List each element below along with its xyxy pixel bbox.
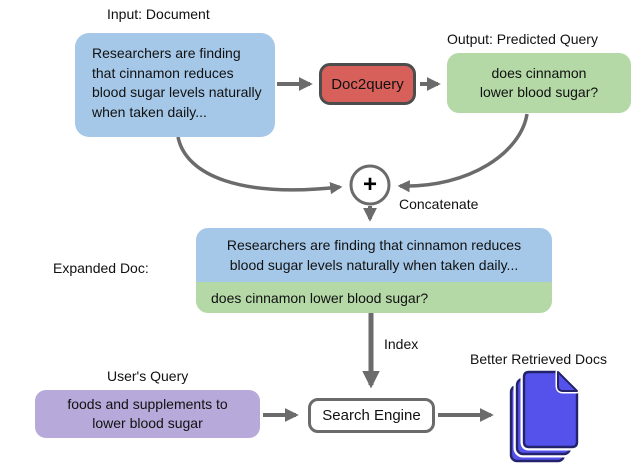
output-predicted-query-label: Output: Predicted Query [447, 31, 598, 47]
better-retrieved-docs-label: Better Retrieved Docs [470, 351, 607, 367]
concatenate-label: Concatenate [399, 196, 479, 212]
users-query-label: User's Query [107, 368, 189, 384]
input-document-box: Researchers are finding that cinnamon re… [75, 33, 275, 137]
arrow-input-to-concatenate [176, 136, 343, 195]
input-document-label: Input: Document [107, 6, 210, 22]
users-query-box: foods and supplements to lower blood sug… [35, 390, 260, 438]
concatenate-plus-sign: + [362, 170, 377, 198]
expanded-doc-query-part: does cinnamon lower blood sugar? [196, 282, 552, 313]
expanded-doc-box: Researchers are finding that cinnamon re… [196, 228, 552, 313]
arrow-output-to-concatenate [397, 113, 529, 193]
plus-circle-icon [349, 164, 391, 206]
predicted-query-box: does cinnamon lower blood sugar? [447, 53, 631, 113]
index-label: Index [384, 336, 419, 352]
expanded-doc-label: Expanded Doc: [53, 260, 149, 276]
document-stack-icon [509, 368, 581, 463]
expanded-doc-document-part: Researchers are finding that cinnamon re… [196, 228, 552, 282]
doc2query-model-box: Doc2query [319, 63, 416, 105]
search-engine-box: Search Engine [308, 398, 435, 433]
